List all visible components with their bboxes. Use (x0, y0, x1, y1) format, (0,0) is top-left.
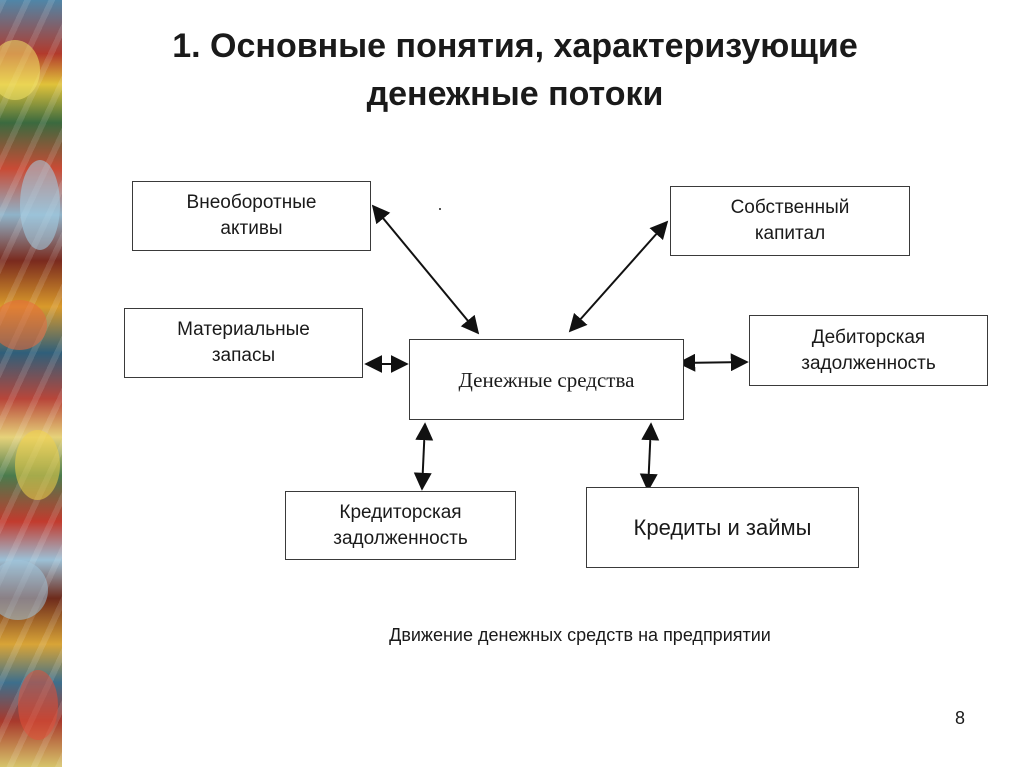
arrow-cash-receivables (677, 353, 749, 372)
node-receivables: Дебиторская задолженность (749, 315, 988, 386)
node-inventory: Материальные запасы (124, 308, 363, 378)
decorative-art-strip (0, 0, 62, 767)
arrow-equity-cash (568, 220, 669, 333)
page-number: 8 (954, 708, 965, 728)
arrow-cash-loans (639, 422, 660, 492)
page-title: 1. Основные понятия, характеризующие ден… (172, 27, 858, 113)
diagram-caption: Движение денежных средств на предприятии (389, 625, 771, 645)
node-equity: Собственный капитал (670, 186, 910, 256)
arrow-cash-payables (413, 422, 434, 491)
node-fixed-assets: Внеоборотные активы (132, 181, 371, 251)
node-cash: Денежные средства (409, 339, 684, 420)
node-loans: Кредиты и займы (586, 487, 859, 568)
node-payables: Кредиторская задолженность (285, 491, 516, 560)
arrow-fixed-assets-cash (371, 204, 480, 335)
